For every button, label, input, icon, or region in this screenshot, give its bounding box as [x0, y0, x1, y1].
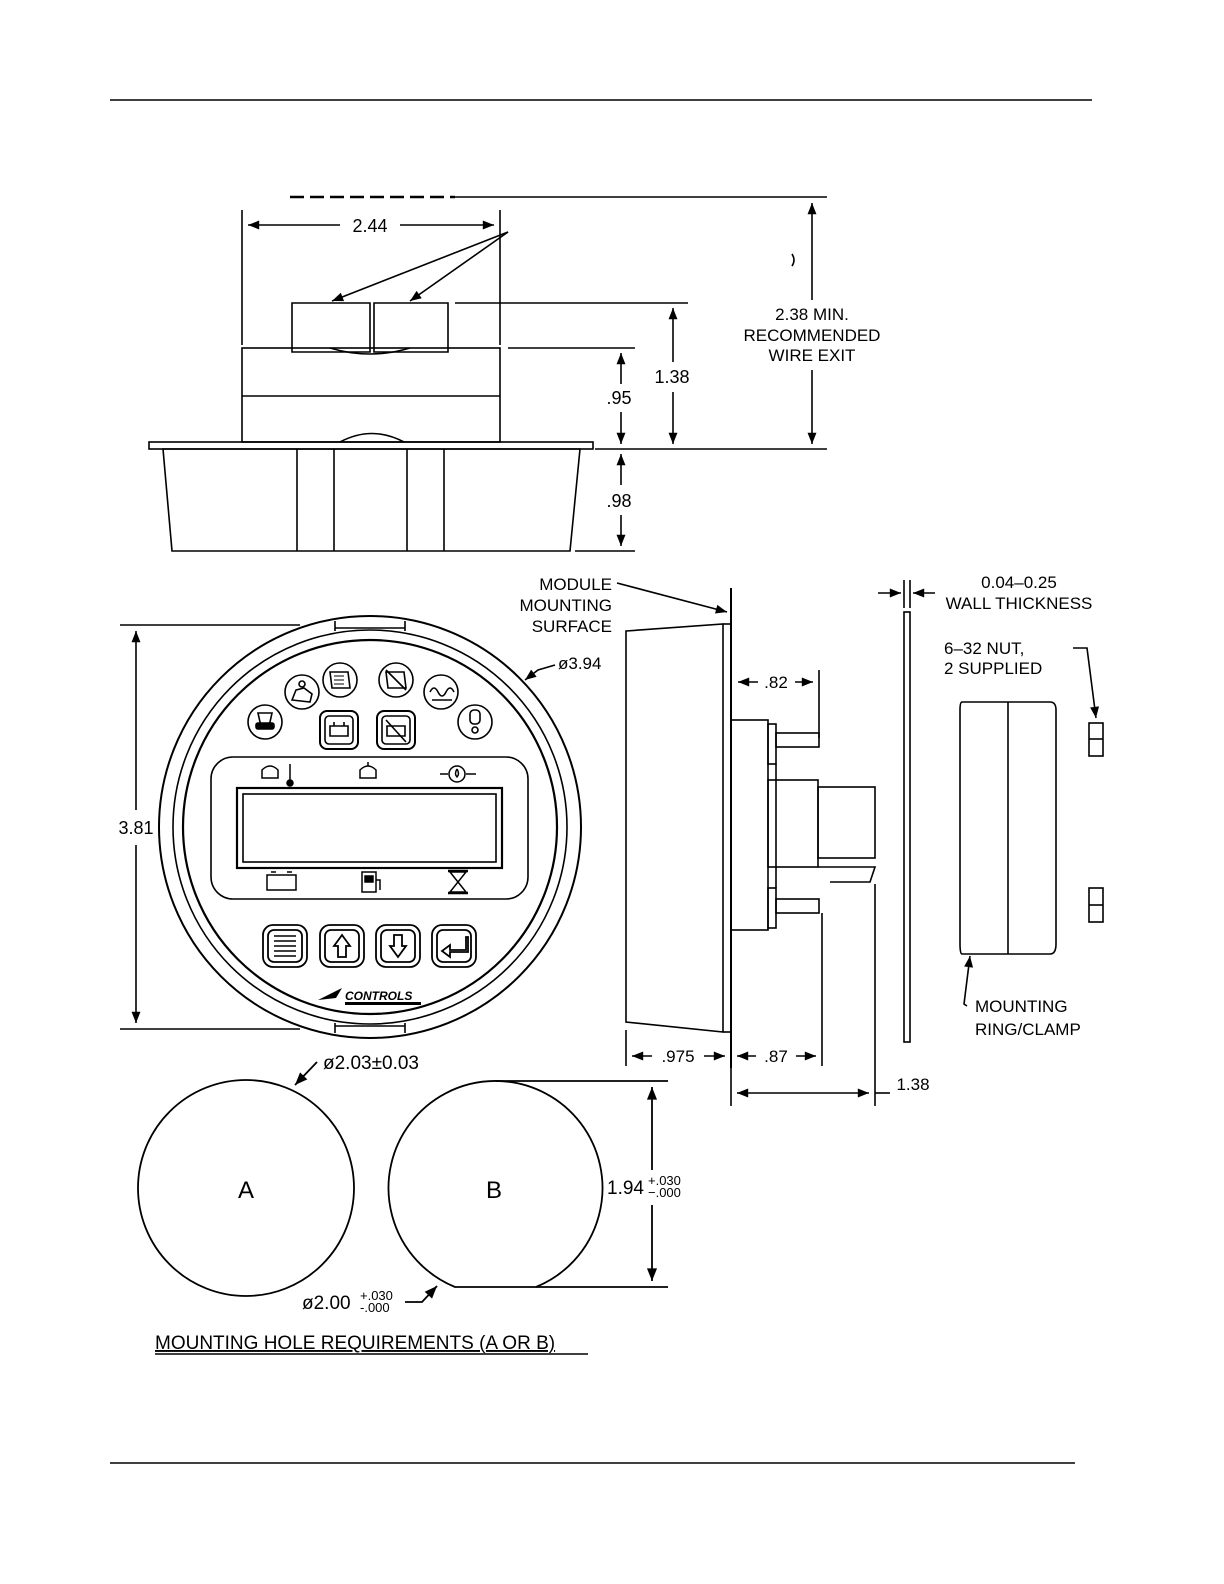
dim-top-height-138: 1.38: [654, 367, 689, 387]
hole-b-height-tol-minus: −.000: [648, 1185, 681, 1200]
module-label-line2: MOUNTING: [519, 596, 612, 615]
enter-icon: [432, 925, 476, 967]
controls-logo: CONTROLS: [318, 988, 421, 1005]
nut-label-line2: 2 SUPPLIED: [944, 659, 1042, 678]
dim-side-82: .82: [764, 673, 788, 692]
dim-top-height-95: .95: [606, 388, 631, 408]
start-button-icon: [320, 711, 358, 749]
glow-plug-icon: [424, 675, 458, 709]
hole-b-tol-minus: -.000: [360, 1300, 390, 1315]
mounting-holes: [138, 1062, 668, 1302]
wall-thickness-label: WALL THICKNESS: [946, 594, 1093, 613]
figure-caption: MOUNTING HOLE REQUIREMENTS (A OR B): [155, 1333, 555, 1354]
dim-side-975: .975: [661, 1047, 694, 1066]
module-label-line1: MODULE: [539, 575, 612, 594]
dim-side-87: .87: [764, 1047, 788, 1066]
hole-b-diameter: ø2.00: [302, 1293, 351, 1314]
hourglass-icon: [448, 871, 468, 893]
dim-wire-exit-line3: WIRE EXIT: [769, 346, 856, 365]
menu-button-icon: [263, 925, 307, 967]
dim-below-98: .98: [606, 491, 631, 511]
water-in-fuel-icon: [440, 766, 476, 782]
hole-b-label: B: [486, 1177, 502, 1204]
engine-start-icon: [285, 675, 319, 709]
fuel-icon: [362, 872, 380, 892]
dim-top-width: 2.44: [352, 216, 387, 236]
engine-stop-icon: [248, 705, 282, 739]
temperature-icon: [262, 764, 293, 786]
front-view: [120, 616, 581, 1038]
fault-icon: [458, 705, 492, 739]
stop-button-icon: [377, 711, 415, 749]
dim-side-138: 1.38: [896, 1075, 929, 1094]
fuel-pump-icon-2: [379, 663, 413, 697]
hole-b-height: 1.94: [607, 1178, 644, 1199]
ring-label-line1: MOUNTING: [975, 997, 1068, 1016]
ring-label-line2: RING/CLAMP: [975, 1020, 1081, 1039]
dim-face-diameter: ø3.94: [558, 654, 601, 673]
module-label-line3: SURFACE: [532, 617, 612, 636]
up-arrow-icon: [320, 925, 364, 967]
hole-a-label: A: [238, 1177, 254, 1204]
battery-icon: [267, 872, 296, 890]
down-arrow-icon: [376, 925, 420, 967]
dim-face-height: 3.81: [118, 818, 153, 838]
fuel-pump-icon-1: [323, 663, 357, 697]
nut-label-line1: 6–32 NUT,: [944, 639, 1024, 658]
svg-text:CONTROLS: CONTROLS: [345, 989, 412, 1003]
wall-range-label: 0.04–0.25: [981, 573, 1057, 592]
hole-a-diameter: ø2.03±0.03: [323, 1053, 419, 1074]
dim-wire-exit-line2: RECOMMENDED: [744, 326, 881, 345]
top-view: [149, 197, 827, 551]
oil-pressure-icon: [360, 762, 376, 778]
dim-wire-exit-line1: 2.38 MIN.: [775, 305, 849, 324]
